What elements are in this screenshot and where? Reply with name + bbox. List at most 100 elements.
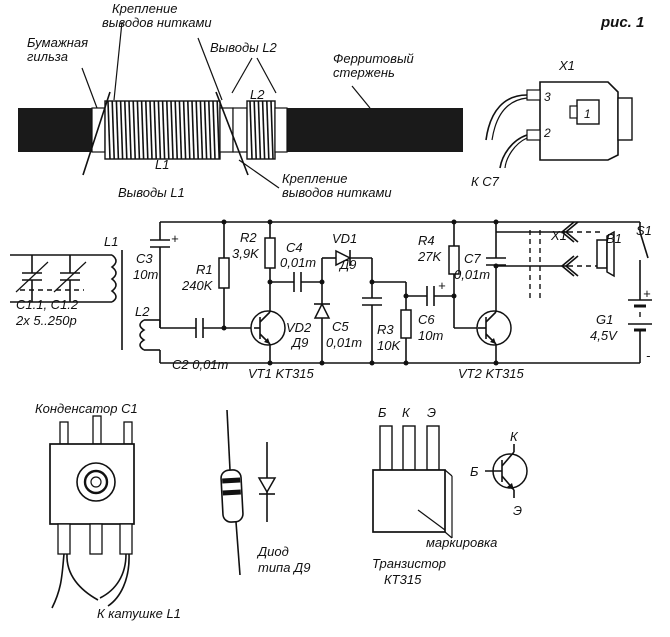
paper-sleeve-l2 xyxy=(274,107,288,153)
coil-turn xyxy=(115,100,120,160)
thread-fastening-label-top: Крепление выводов нитками xyxy=(102,1,212,30)
capacitor-c3: + C3 10m xyxy=(133,222,179,328)
resistor-r2: R2 3,9K xyxy=(232,222,276,310)
capacitor-c1-title: Конденсатор С1 xyxy=(35,401,138,416)
coil-turn xyxy=(266,100,270,160)
l2-lead-b xyxy=(256,57,277,94)
g1-value: 4,5V xyxy=(590,328,618,343)
c1-2-trim-arrow xyxy=(53,261,87,293)
resistor-r3: R3 10K xyxy=(372,281,412,363)
vd1-label: VD1 xyxy=(332,231,357,246)
coil-turn xyxy=(257,100,262,160)
ferrite-rod-label: Ферритовый стержень xyxy=(333,51,417,80)
c4-value: 0,01m xyxy=(280,255,316,270)
diode-caption-1: Диод xyxy=(256,544,289,559)
jack-wire-a2 xyxy=(491,97,528,141)
coil-turn xyxy=(208,100,212,160)
coil-turn xyxy=(253,100,257,160)
battery-g1: + - G1 4,5V xyxy=(590,286,652,363)
jack-x1-symbol: X1 xyxy=(496,221,604,300)
jack-pin-1-label: 1 xyxy=(584,107,591,121)
kt315-pin-b: Б xyxy=(378,405,387,420)
capacitor-c2: C2 0,01m xyxy=(172,318,254,372)
c7-label: C7 xyxy=(464,251,481,266)
transistor-vt1: VT1 KT315 xyxy=(248,310,315,381)
coil-turn xyxy=(178,100,183,160)
r3-label: R3 xyxy=(377,322,394,337)
c1-1-trim-arrow xyxy=(15,261,49,293)
c5-value: 0,01m xyxy=(326,335,362,350)
capacitor-c1-to-coil: К катушке L1 xyxy=(97,606,181,621)
resistor-r1: R1 240K xyxy=(181,222,230,328)
coil-assembly: Крепление выводов нитками Бумажная гильз… xyxy=(18,1,463,200)
coil-turn xyxy=(140,100,145,160)
coil-turn xyxy=(249,100,253,160)
inductor-l2: L2 xyxy=(135,304,196,363)
jack-socket xyxy=(617,97,633,141)
l1-label: L1 xyxy=(104,234,118,249)
diode-symbol xyxy=(257,477,277,494)
symbol-pin-b: Б xyxy=(470,464,479,479)
c1-label: C1.1, C1.2 xyxy=(16,297,79,312)
coil-turn xyxy=(149,100,153,160)
r4-label: R4 xyxy=(418,233,435,248)
spacer-sleeve xyxy=(232,107,248,153)
inductor-l1: L1 xyxy=(92,234,123,350)
tuning-capacitors: C1.1, C1.2 2x 5..250p xyxy=(10,254,92,328)
r3-value: 10K xyxy=(377,338,401,353)
coil-turn xyxy=(107,100,111,160)
jack-x1: X1 1 3 2 К С7 xyxy=(471,58,633,189)
coil-turn xyxy=(212,100,216,160)
capacitor-c6: + C6 10m xyxy=(406,278,478,343)
diode-caption-2: типа Д9 xyxy=(258,560,310,575)
coil-turn xyxy=(157,100,162,160)
coil-turn xyxy=(128,100,132,160)
g1-plus: + xyxy=(643,286,651,301)
c3-plus: + xyxy=(171,231,179,246)
coil-turn xyxy=(187,100,191,160)
g1-label: G1 xyxy=(596,312,613,327)
resistor-r4: R4 27K xyxy=(417,222,460,296)
thread-fastening-label-bottom: Крепление выводов нитками xyxy=(282,171,392,200)
jack-pin-2 xyxy=(526,129,541,141)
vd2-value: Д9 xyxy=(290,335,308,350)
vd2-label: VD2 xyxy=(286,320,312,335)
headphone-b1: B1 xyxy=(596,230,622,278)
coil-turn xyxy=(216,100,220,160)
coil-l1-turns xyxy=(107,100,220,160)
thread-pointer xyxy=(238,159,280,189)
coil-turn xyxy=(166,100,170,160)
g1-minus: - xyxy=(646,348,651,363)
jack-wire-a xyxy=(485,94,528,141)
diode-d9-body xyxy=(220,469,244,523)
paper-sleeve-label: Бумажная гильза xyxy=(27,35,92,64)
symbol-pin-k: К xyxy=(510,429,519,444)
diode-vd2: VD2 Д9 xyxy=(286,258,331,363)
coil-turn xyxy=(161,100,166,160)
marking-pointer xyxy=(417,509,446,531)
rod-pointer xyxy=(351,85,371,109)
capacitor-c4: C4 0,01m xyxy=(270,240,322,292)
kt315-pin-e: Э xyxy=(427,405,436,420)
jack-wire-b2 xyxy=(504,137,528,169)
x1-label: X1 xyxy=(550,228,567,243)
c3-label: C3 xyxy=(136,251,153,266)
sleeve-pointer xyxy=(81,67,98,109)
coil-l1-label: L1 xyxy=(155,157,169,172)
capacitor-c7: C7 0,01m xyxy=(454,222,550,282)
kt315-caption-1: Транзистор xyxy=(372,556,446,571)
diode-vd1: VD1 xyxy=(322,231,372,267)
c5-label: C5 xyxy=(332,319,349,334)
c6-plus: + xyxy=(438,278,446,293)
coil-turn xyxy=(132,100,136,160)
jack-pin-1-tab xyxy=(569,105,578,119)
capacitor-c1-part: Конденсатор С1 К катушке L1 xyxy=(35,401,181,621)
diode-d9-part: Диод типа Д9 xyxy=(220,409,310,576)
r1-label: R1 xyxy=(196,262,213,277)
c1-value: 2x 5..250p xyxy=(15,313,77,328)
jack-pin-3-label: 3 xyxy=(544,90,551,104)
coil-turn xyxy=(191,100,195,160)
c6-label: C6 xyxy=(418,312,435,327)
